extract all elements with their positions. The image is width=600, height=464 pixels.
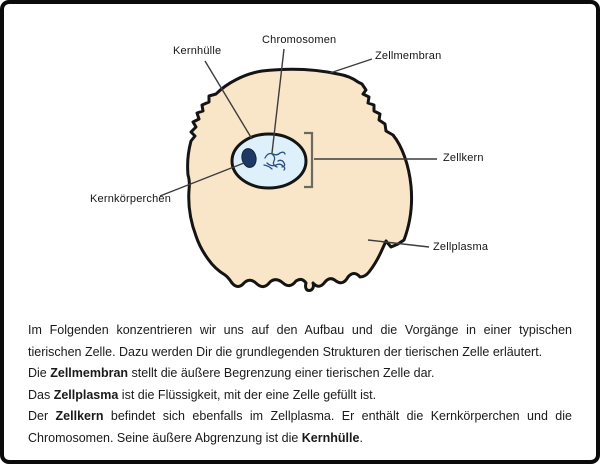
zellplasma-sentence-end: ist die Flüssigkeit, mit der eine Zelle … bbox=[118, 387, 377, 402]
label-chromosomen: Chromosomen bbox=[262, 34, 337, 46]
zellplasma-pointer-line bbox=[367, 239, 430, 248]
zellmembran-sentence-end: stellt die äußere Begrenzung einer tieri… bbox=[128, 366, 435, 381]
nucleus-bracket bbox=[304, 131, 314, 189]
zellmembran-term: Zellmembran bbox=[50, 366, 129, 381]
label-kernhuelle: Kernhülle bbox=[173, 45, 222, 57]
chromosomes-squiggle bbox=[263, 151, 286, 171]
kernhuelle-pointer-line bbox=[204, 60, 253, 140]
paragraph-zellplasma: Das Zellplasma ist die Flüssigkeit, mit … bbox=[28, 385, 572, 407]
kernhuelle-term: Kernhülle bbox=[301, 430, 360, 445]
nucleolus-shape bbox=[241, 148, 257, 168]
intro-text: Im Folgenden konzentrieren wir uns auf d… bbox=[28, 323, 572, 359]
label-zellkern: Zellkern bbox=[443, 152, 484, 164]
cell-diagram-drawing bbox=[159, 48, 437, 292]
zellmembran-sentence-start: Die bbox=[28, 366, 51, 381]
paragraph-intro: Im Folgenden konzentrieren wir uns auf d… bbox=[28, 320, 572, 363]
zellkern-term: Zellkern bbox=[55, 409, 104, 424]
nucleus-shape bbox=[230, 132, 308, 190]
zellplasma-term: Zellplasma bbox=[53, 387, 119, 402]
kernkoerperchen-pointer-line bbox=[159, 162, 245, 197]
cell-body-shape bbox=[186, 67, 414, 292]
zellkern-sentence-mid: befindet sich ebenfalls im Zellplasma. E… bbox=[28, 409, 572, 445]
label-kernkoerperchen: Kernkörperchen bbox=[90, 193, 172, 205]
chromosomen-pointer-line bbox=[271, 48, 285, 154]
zellkern-sentence-end: . bbox=[359, 430, 363, 445]
paragraph-zellkern: Der Zellkern befindet sich ebenfalls im … bbox=[28, 406, 572, 449]
explanatory-text: Im Folgenden konzentrieren wir uns auf d… bbox=[28, 320, 572, 450]
zellkern-sentence-start: Der bbox=[28, 409, 56, 424]
zellmembran-pointer-line bbox=[329, 58, 373, 74]
cell-diagram: Kernhülle Chromosomen Zellmembran Zellke… bbox=[90, 34, 489, 292]
paragraph-zellmembran: Die Zellmembran stellt die äußere Begren… bbox=[28, 363, 572, 385]
label-zellplasma: Zellplasma bbox=[433, 241, 489, 253]
zellplasma-sentence-start: Das bbox=[28, 387, 54, 402]
label-zellmembran: Zellmembran bbox=[375, 50, 442, 62]
